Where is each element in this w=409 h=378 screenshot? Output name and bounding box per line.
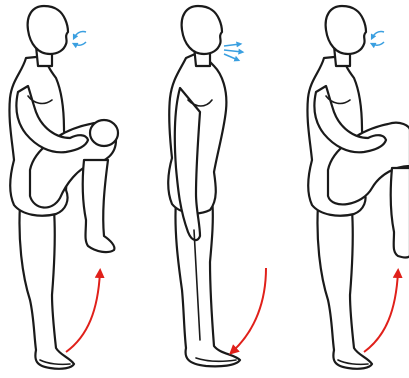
panel-2-figure <box>168 6 240 366</box>
knee <box>90 120 118 146</box>
lower-leg <box>83 160 115 252</box>
curved-arrow-up-icon <box>66 272 100 352</box>
panel-1-figure <box>9 6 118 369</box>
standing-leg <box>19 205 74 369</box>
curved-arrow-down-icon <box>232 268 266 352</box>
panel-3-figure <box>307 6 409 369</box>
curved-arrow-up-icon <box>364 272 398 352</box>
head <box>28 6 68 54</box>
head <box>326 6 366 54</box>
standing-leg <box>317 205 372 369</box>
breath-inhale-icon <box>74 31 86 45</box>
breath-inhale-icon <box>372 31 384 45</box>
lower-leg <box>391 168 409 258</box>
head <box>182 6 222 54</box>
breath-exhale-icon <box>224 44 242 60</box>
